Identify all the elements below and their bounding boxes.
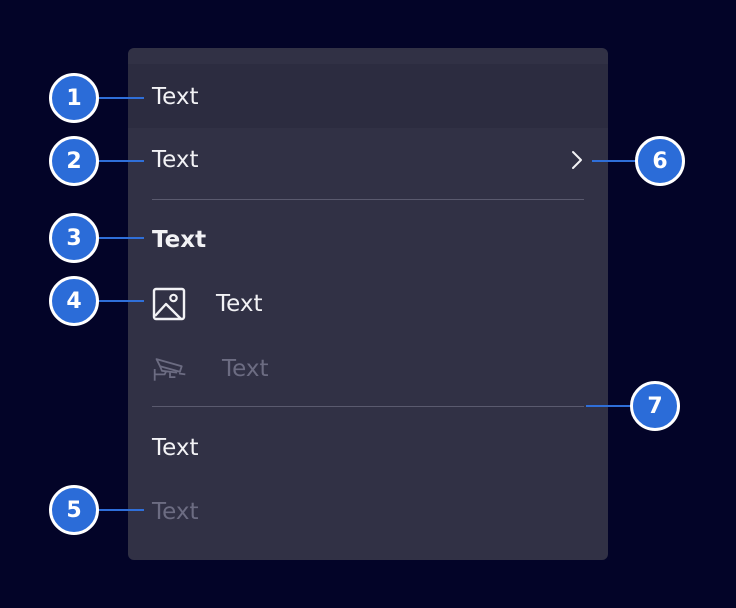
callout-leader	[98, 237, 144, 239]
callout-leader	[98, 509, 144, 511]
group-header-label: Text	[152, 227, 207, 253]
menu-item-with-icon[interactable]: Text	[152, 286, 584, 322]
context-menu: Text Text Text Text	[128, 48, 608, 560]
callout-leader	[98, 300, 144, 302]
callout-badge-7: 7	[630, 381, 680, 431]
menu-item-disabled-with-icon: Text	[152, 353, 584, 385]
menu-item-label: Text	[216, 291, 263, 317]
callout-badge-1: 1	[49, 73, 99, 123]
callout-leader	[98, 97, 144, 99]
callout-leader	[592, 160, 638, 162]
hover-highlight	[128, 64, 608, 128]
menu-item-label: Text	[222, 356, 269, 382]
menu-item-submenu[interactable]: Text	[152, 144, 584, 176]
callout-badge-2: 2	[49, 136, 99, 186]
menu-item-plain[interactable]: Text	[152, 432, 584, 464]
image-icon	[152, 286, 188, 322]
menu-item-label: Text	[152, 147, 199, 173]
menu-item-disabled: Text	[152, 496, 584, 528]
callout-badge-6: 6	[635, 136, 685, 186]
menu-item-label: Text	[152, 499, 199, 525]
menu-divider	[152, 406, 584, 407]
menu-item-label: Text	[152, 84, 199, 110]
menu-item-label: Text	[152, 435, 199, 461]
callout-badge-4: 4	[49, 276, 99, 326]
callout-leader	[98, 160, 144, 162]
menu-item-1[interactable]: Text	[152, 81, 584, 113]
security-camera-icon	[152, 351, 188, 387]
chevron-right-icon	[570, 144, 584, 176]
menu-divider	[152, 199, 584, 200]
callout-badge-5: 5	[49, 485, 99, 535]
menu-group-header: Text	[152, 224, 584, 256]
callout-leader	[586, 405, 632, 407]
callout-badge-3: 3	[49, 213, 99, 263]
